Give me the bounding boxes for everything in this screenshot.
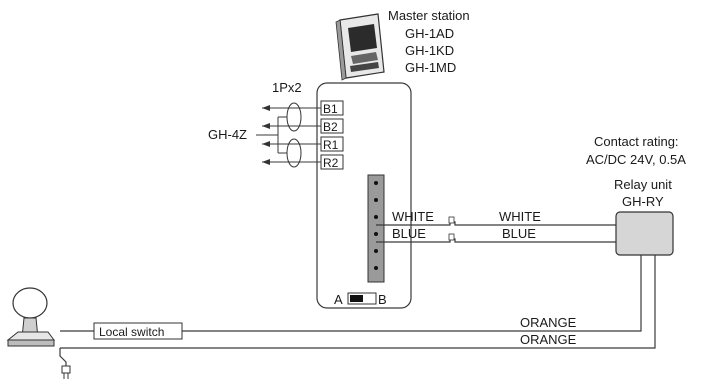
relay-wires — [376, 216, 616, 243]
relay-unit-box — [615, 211, 674, 256]
master-station-model-2: GH-1KD — [405, 43, 454, 58]
terminal-leads — [256, 102, 321, 168]
local-switch-box — [93, 322, 183, 340]
relay-unit-model: GH-RY — [622, 194, 664, 209]
wire-blue-right: BLUE — [502, 226, 536, 241]
master-station-title: Master station — [388, 8, 470, 23]
master-station-model-3: GH-1MD — [405, 60, 456, 75]
contact-rating-line1: Contact rating: — [594, 134, 679, 149]
master-station-body — [316, 82, 412, 309]
relay-unit-name: Relay unit — [614, 177, 672, 192]
wire-white-right: WHITE — [499, 209, 541, 224]
terminal-b1: B1 — [323, 102, 338, 116]
terminal-screws — [374, 181, 378, 270]
wire-orange-top: ORANGE — [520, 315, 577, 330]
wire-blue-left: BLUE — [392, 226, 426, 241]
master-station-model-1: GH-1AD — [405, 26, 454, 41]
master-station-icon — [335, 13, 385, 81]
lamp-icon — [6, 287, 55, 347]
switch-label-a: A — [334, 292, 343, 307]
cable-label: 1Px2 — [272, 80, 302, 95]
switch-label-b: B — [378, 292, 387, 307]
terminal-block — [320, 100, 344, 170]
sub-unit-label: GH-4Z — [208, 127, 247, 142]
local-switch-label: Local switch — [99, 325, 164, 339]
terminal-r2: R2 — [323, 156, 339, 170]
plug-icon — [59, 348, 71, 379]
contact-rating-line2: AC/DC 24V, 0.5A — [586, 152, 686, 167]
terminal-r1: R1 — [323, 138, 339, 152]
terminal-strip — [367, 174, 385, 283]
wire-white-left: WHITE — [392, 209, 434, 224]
wire-orange-bottom: ORANGE — [520, 332, 577, 347]
terminal-b2: B2 — [323, 120, 338, 134]
orange-wires — [60, 255, 656, 349]
selector-switch-knob — [350, 295, 363, 302]
